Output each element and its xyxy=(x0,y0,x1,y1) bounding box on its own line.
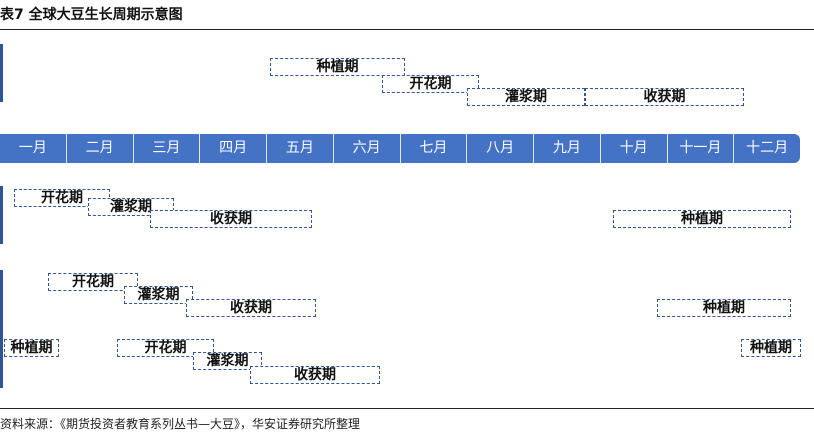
row-marker-1 xyxy=(0,44,3,102)
phase-harvest: 收获期 xyxy=(186,299,316,317)
phase-planting: 种植期 xyxy=(741,339,801,357)
phase-planting: 种植期 xyxy=(4,339,59,357)
month-label: 九月 xyxy=(534,134,601,163)
month-label: 十月 xyxy=(601,134,668,163)
month-label: 七月 xyxy=(401,134,468,163)
month-label: 三月 xyxy=(134,134,201,163)
phase-flowering: 开花期 xyxy=(48,273,138,291)
figure-title: 表7 全球大豆生长周期示意图 xyxy=(0,7,183,23)
phase-planting: 种植期 xyxy=(270,58,405,76)
row-marker-3 xyxy=(0,270,3,388)
month-label: 十二月 xyxy=(746,140,789,156)
phase-flowering: 开花期 xyxy=(117,339,214,357)
phase-filling: 灌浆期 xyxy=(467,88,585,106)
phase-harvest: 收获期 xyxy=(585,88,744,106)
month-label: 六月 xyxy=(334,134,401,163)
month-label: 八月 xyxy=(467,134,534,163)
month-label: 一月 xyxy=(0,134,67,163)
phase-filling: 灌浆期 xyxy=(193,352,262,370)
phase-planting: 种植期 xyxy=(657,299,791,317)
month-label: 五月 xyxy=(267,134,334,163)
phase-planting: 种植期 xyxy=(613,210,791,228)
bottom-rule xyxy=(0,408,814,409)
row-marker-2 xyxy=(0,186,3,244)
phase-flowering: 开花期 xyxy=(382,75,479,93)
source-note: 资料来源：《期货投资者教育系列丛书—大豆》，华安证券研究所整理 xyxy=(0,417,361,431)
phase-harvest: 收获期 xyxy=(250,366,380,384)
phase-filling: 灌浆期 xyxy=(124,286,193,304)
month-bar: 一月 二月 三月 四月 五月 六月 七月 八月 九月 十月 十一月 十二月 xyxy=(0,134,800,163)
month-label: 二月 xyxy=(67,134,134,163)
phase-flowering: 开花期 xyxy=(14,189,110,207)
month-label: 十一月 xyxy=(668,134,735,163)
top-rule xyxy=(0,29,814,30)
month-label: 四月 xyxy=(200,134,267,163)
phase-harvest: 收获期 xyxy=(150,210,312,228)
